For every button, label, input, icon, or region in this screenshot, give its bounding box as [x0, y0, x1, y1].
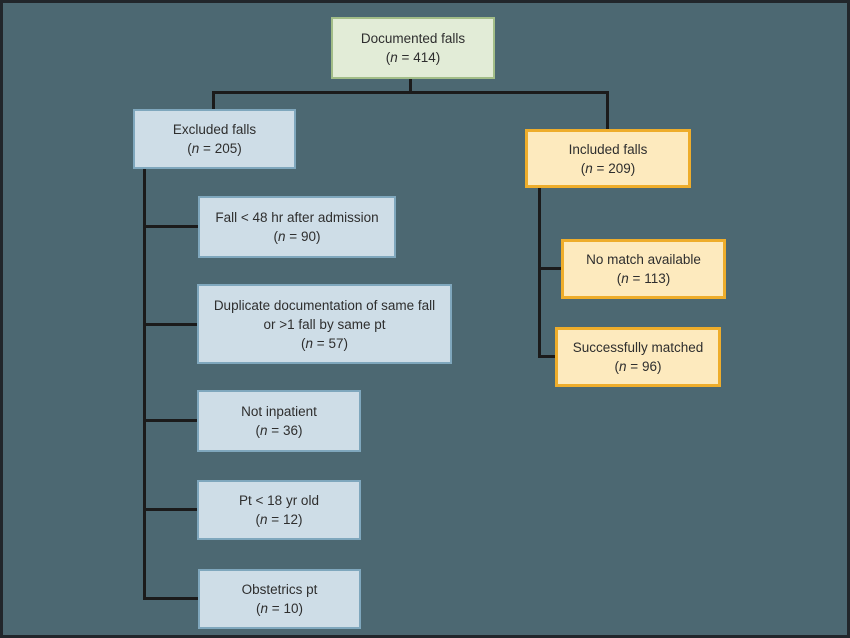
node-documented-falls: Documented falls (n = 414) [331, 17, 495, 79]
connector-stub-pt18 [143, 508, 197, 511]
node-count: (n = 57) [301, 335, 348, 351]
connector-stub-duplicate [143, 323, 197, 326]
connector-stub-no-match [538, 267, 561, 270]
node-label: Fall < 48 hr after admission [215, 210, 379, 225]
node-excluded-falls: Excluded falls (n = 205) [133, 109, 296, 169]
node-no-match-available: No match available (n = 113) [561, 239, 726, 299]
node-label: Not inpatient [241, 404, 317, 419]
connector-stub-obstetrics [143, 597, 198, 600]
connector-stub-matched [538, 355, 555, 358]
node-label: No match available [586, 252, 701, 267]
connector-rail-included [538, 188, 541, 358]
node-label: Excluded falls [172, 122, 257, 137]
node-label: Pt < 18 yr old [239, 493, 319, 508]
connector-drop-excluded [212, 91, 215, 110]
node-duplicate-documentation: Duplicate documentation of same fall or … [197, 284, 452, 364]
node-obstetrics-pt: Obstetrics pt (n = 10) [198, 569, 361, 629]
node-count: (n = 36) [255, 423, 303, 438]
connector-main-horizontal [212, 91, 609, 94]
connector-top-stub [409, 79, 412, 94]
node-count: (n = 12) [255, 512, 303, 527]
node-label: Duplicate documentation of same fall or … [213, 297, 436, 332]
node-pt-under-18: Pt < 18 yr old (n = 12) [197, 480, 361, 540]
node-label: Obstetrics pt [241, 582, 318, 597]
node-label: Successfully matched [572, 340, 704, 355]
connector-drop-included [606, 91, 609, 130]
node-count: (n = 90) [273, 229, 321, 244]
node-count: (n = 10) [256, 601, 303, 616]
connector-rail-excluded [143, 169, 146, 600]
node-count: (n = 205) [187, 141, 242, 156]
node-successfully-matched: Successfully matched (n = 96) [555, 327, 721, 387]
node-count: (n = 414) [385, 50, 441, 65]
node-fall-under-48hr: Fall < 48 hr after admission (n = 90) [198, 196, 396, 258]
node-count: (n = 96) [614, 359, 662, 374]
node-count: (n = 113) [616, 271, 671, 286]
node-count: (n = 209) [580, 160, 636, 176]
node-included-falls: Included falls (n = 209) [525, 129, 691, 188]
node-label: Included falls [568, 141, 648, 157]
node-not-inpatient: Not inpatient (n = 36) [197, 390, 361, 452]
connector-stub-not-inpatient [143, 419, 197, 422]
node-label: Documented falls [360, 31, 466, 46]
connector-stub-fall48 [143, 225, 198, 228]
